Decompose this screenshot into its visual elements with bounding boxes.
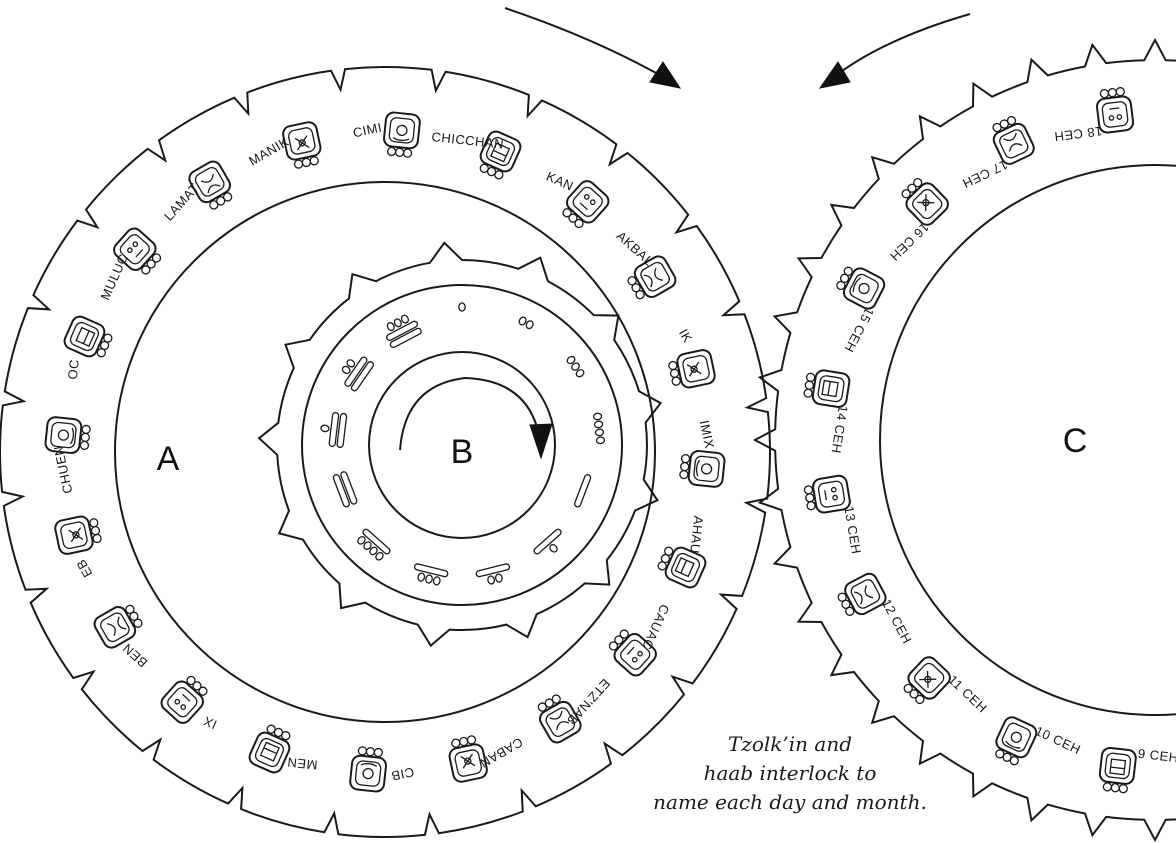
month-label-11-ceh: 11 CEH: [945, 672, 990, 716]
day-label-ik: IK: [676, 326, 696, 345]
month-glyph-15-ceh: [833, 261, 887, 311]
day-label-imix: IMIX: [697, 419, 718, 450]
wheel-a-rotation-arrow: [505, 8, 672, 82]
month-glyph-10-ceh: [990, 715, 1039, 768]
wheel-b-letter: B: [451, 433, 474, 471]
day-label-eb: EB: [73, 557, 95, 580]
day-glyph-men: [349, 746, 387, 792]
day-label-cib: CIB: [390, 764, 416, 783]
day-label-men: MEN: [286, 755, 318, 773]
wheel-c-arrowhead: [820, 62, 850, 88]
number-glyph-11: [319, 411, 347, 448]
caption-line-2: haab interlock to: [600, 759, 980, 788]
caption-line-1: Tzolk’in and: [600, 730, 980, 759]
month-glyph-9-ceh: [1098, 747, 1137, 794]
number-glyph-8: [412, 563, 449, 587]
day-label-kan: KAN: [544, 169, 576, 194]
wheel-a-arrowhead: [650, 62, 680, 88]
day-label-muluc: MULUC: [97, 252, 131, 303]
day-label-oc: OC: [65, 358, 82, 380]
day-glyph-chuen: [54, 513, 103, 555]
month-label-12-ceh: 12 CEH: [879, 596, 915, 646]
month-label-14-ceh: 14 CEH: [828, 404, 850, 454]
month-label-9-ceh: 9 CEH: [1137, 746, 1176, 766]
month-glyph-12-ceh: [834, 571, 888, 621]
month-label-17-ceh: 17 CEH: [960, 157, 1010, 191]
day-glyph-eb: [92, 600, 146, 651]
number-glyph-13: [381, 311, 422, 348]
wheel-b-arrowhead: [530, 424, 552, 458]
caption: Tzolk’in and haab interlock to name each…: [600, 730, 980, 817]
wheel-c: 18 CEH 17 CEH 16 CEH 15 CEH 14 CEH 13 CEH 12 C…: [755, 40, 1176, 840]
number-glyph-12: [336, 350, 375, 392]
month-label-16-ceh: 16 CEH: [887, 220, 932, 265]
number-glyph-4: [593, 413, 605, 444]
number-glyph-5: [574, 474, 592, 508]
day-label-ahau: AHAU: [687, 515, 706, 554]
number-glyph-10: [333, 471, 358, 508]
month-glyph-14-ceh: [803, 368, 851, 408]
month-glyph-11-ceh: [899, 654, 953, 709]
caption-line-3: name each day and month.: [600, 788, 980, 817]
month-glyph-17-ceh: [987, 113, 1036, 166]
wheel-a-inner-rim: [115, 182, 655, 722]
day-label-cauac: CAUAC: [639, 602, 672, 652]
wheel-a-letter: A: [157, 440, 180, 478]
number-glyph-1: [459, 303, 465, 311]
number-glyph-6: [533, 528, 569, 563]
day-label-cimi: CIMI: [352, 120, 384, 141]
number-glyph-9: [355, 528, 391, 563]
month-label-13-ceh: 13 CEH: [841, 505, 864, 555]
day-label-akbal: AKBAL: [614, 228, 657, 269]
day-glyph-ben: [158, 671, 212, 726]
month-label-18-ceh: 18 CEH: [1053, 124, 1103, 145]
number-glyph-3: [566, 355, 585, 378]
day-label-lamat: LAMAT: [161, 180, 202, 223]
number-glyph-7: [476, 563, 513, 587]
day-glyph-chicchan: [382, 112, 420, 158]
day-label-ben: BEN: [119, 640, 150, 670]
month-glyph-16-ceh: [897, 174, 951, 229]
wheel-c-gear-rim: [755, 40, 1176, 840]
day-label-ix: IX: [201, 713, 219, 732]
wheel-c-letter: C: [1063, 422, 1088, 460]
day-glyph-muluc: [62, 314, 115, 363]
wheel-c-rotation-arrow: [830, 14, 970, 80]
day-glyph-imix: [667, 349, 716, 391]
day-label-etznab: ETZ'NAB: [564, 676, 613, 729]
month-label-15-ceh: 15 CEH: [841, 305, 877, 355]
wheel-c-inner-rim: [880, 165, 1176, 715]
month-label-10-ceh: 10 CEH: [1033, 723, 1083, 757]
number-glyph-2: [518, 316, 534, 330]
wheel-a: CHICCHANKANAKBALIKIMIXAHAUCAUACETZ'NABCA…: [0, 67, 770, 837]
day-glyph-ahau: [679, 449, 725, 487]
